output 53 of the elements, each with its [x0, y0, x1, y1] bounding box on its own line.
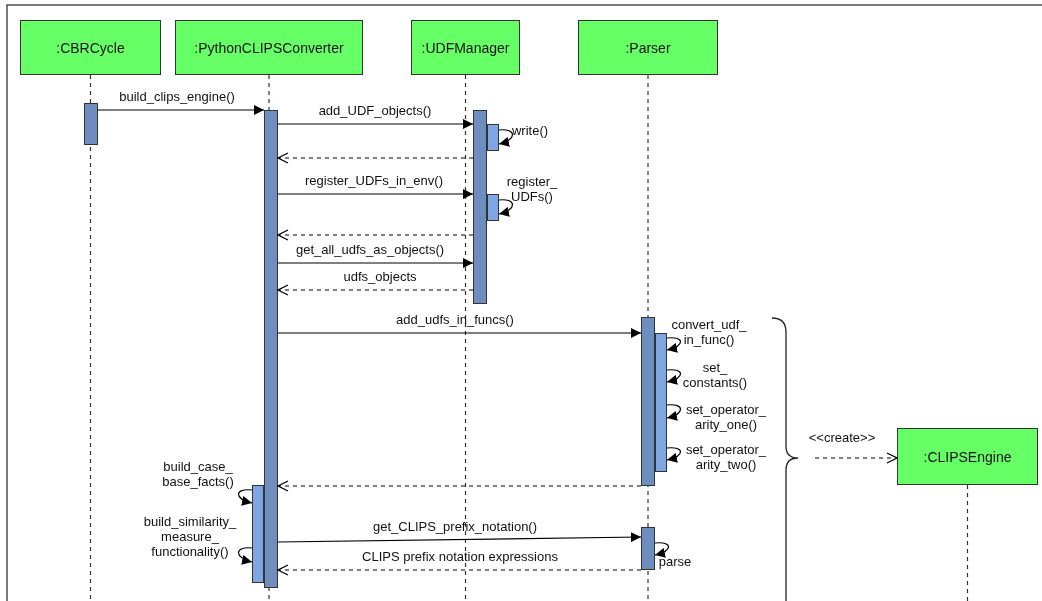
- return-arrow: [277, 480, 642, 492]
- message-arrow: [237, 547, 253, 565]
- message-label: add_UDF_objects(): [318, 103, 432, 119]
- message-arrow: [498, 129, 514, 147]
- message-label: CLIPS prefix notation expressions: [362, 549, 558, 565]
- message-arrow: [277, 328, 642, 338]
- message-arrow: [666, 337, 682, 353]
- activation-bar: [641, 317, 655, 486]
- message-label: write(): [511, 123, 549, 139]
- message-label: build_similarity_ measure_ functionality(): [143, 514, 237, 560]
- activation-bar: [252, 485, 264, 583]
- return-arrow: [814, 452, 898, 464]
- message-arrow: [654, 542, 670, 558]
- return-arrow: [277, 152, 474, 164]
- message-arrow: [97, 105, 265, 115]
- lifeline-header: :PythonCLIPSConverter: [175, 20, 363, 75]
- message-arrow: [277, 532, 642, 543]
- message-label: parse: [658, 554, 692, 570]
- activation-bar: [641, 527, 655, 570]
- message-label: set_ constants(): [682, 361, 748, 391]
- message-label: get_CLIPS_prefix_notation(): [373, 519, 537, 535]
- message-label: set_operator_ arity_one(): [685, 403, 767, 433]
- lifeline-header: :CLIPSEngine: [897, 428, 1038, 485]
- activation-bar: [487, 194, 499, 221]
- activation-bar: [487, 124, 499, 151]
- message-label: register_ UDFs(): [506, 175, 558, 205]
- message-label: build_case_ base_facts(): [162, 460, 234, 490]
- message-arrow: [666, 404, 682, 421]
- message-label: <<create>>: [808, 430, 876, 446]
- message-label: build_clips_engine(): [119, 89, 235, 105]
- message-label: convert_udf_ in_func(): [671, 318, 747, 348]
- message-arrow: [277, 119, 474, 129]
- message-arrow: [237, 489, 253, 506]
- message-label: register_UDFs_in_env(): [305, 173, 443, 189]
- lifeline-header: :CBRCycle: [20, 20, 161, 75]
- return-arrow: [277, 284, 474, 296]
- activation-bar: [84, 103, 98, 145]
- lifeline-header: :UDFManager: [411, 20, 520, 75]
- message-label: get_all_udfs_as_objects(): [295, 242, 445, 258]
- message-arrow: [666, 447, 682, 463]
- activation-bar: [264, 110, 278, 588]
- return-arrow: [277, 564, 642, 576]
- activation-bar: [655, 333, 667, 472]
- lifeline-header: :Parser: [578, 20, 718, 75]
- message-label: set_operator_ arity_two(): [685, 443, 767, 473]
- message-arrow: [277, 258, 474, 268]
- message-arrow: [498, 199, 514, 217]
- message-arrow: [277, 189, 474, 199]
- message-arrow: [666, 369, 682, 385]
- return-arrow: [277, 229, 474, 241]
- message-label: add_udfs_in_funcs(): [396, 312, 514, 328]
- activation-bar: [473, 110, 487, 304]
- message-label: udfs_objects: [343, 269, 417, 285]
